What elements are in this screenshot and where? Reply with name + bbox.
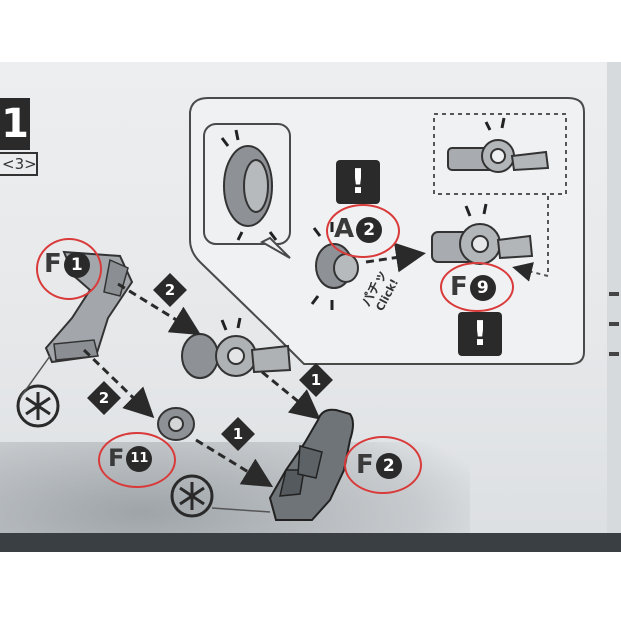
page-edge-bar (607, 62, 621, 552)
page-bottom-strip (0, 533, 621, 552)
click-sound-icon (220, 129, 278, 241)
runner-icon (16, 384, 60, 428)
order-marker-3: 2 (87, 381, 121, 415)
warning-icon: ! (458, 312, 502, 356)
order-marker-1: 2 (153, 273, 187, 307)
warning-icon: ! (336, 160, 380, 204)
order-marker-2: 1 (299, 363, 333, 397)
order-marker-4: 1 (221, 417, 255, 451)
part-center-cylinder (181, 333, 219, 379)
reference-frame (433, 113, 567, 195)
step-sub-number: <3> (0, 152, 38, 176)
step-number: 1 (0, 98, 30, 150)
